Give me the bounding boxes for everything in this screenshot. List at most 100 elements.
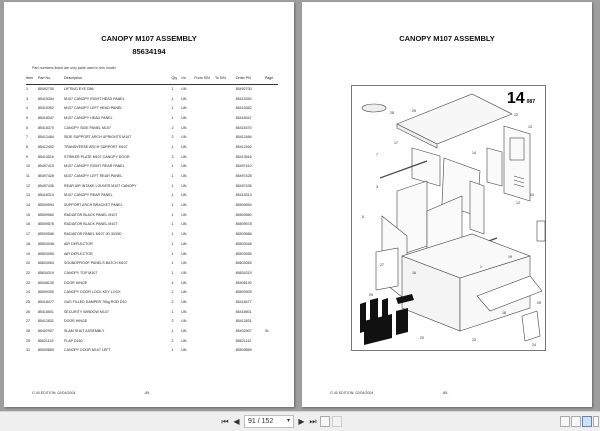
svg-text:7: 7 bbox=[376, 153, 378, 157]
cell-item-number: 29 bbox=[26, 338, 30, 343]
cell-quantity: 2 bbox=[171, 338, 174, 343]
cell-part-number: 85603063 bbox=[37, 261, 54, 266]
cell-page-ref bbox=[265, 297, 278, 307]
last-page-icon[interactable]: ⏭ bbox=[309, 417, 317, 426]
footer-edition: G 40 EDITION: 02/04/2004 bbox=[32, 391, 76, 395]
cell-page-ref bbox=[265, 258, 278, 268]
cell-order-pn: 85418370 bbox=[235, 125, 252, 130]
footer-edition: G 40 EDITION: 02/04/2004 bbox=[330, 391, 374, 395]
document-viewport[interactable]: CANOPY M107 ASSEMBLY 85634194 Part numbe… bbox=[0, 0, 600, 411]
cell-quantity: 1 bbox=[171, 203, 174, 208]
cell-to-sn bbox=[215, 152, 236, 162]
cell-unit: UN bbox=[181, 144, 187, 149]
cell-unit: UN bbox=[181, 309, 187, 314]
cell-page-ref bbox=[265, 181, 278, 191]
cell-description: RADIATOR BLACK PANEL M107 bbox=[64, 212, 118, 217]
fit-page-icon[interactable] bbox=[320, 416, 330, 427]
cell-order-pn: 85492700 bbox=[235, 87, 252, 92]
cell-from-sn bbox=[194, 297, 215, 307]
cell-page-ref bbox=[265, 142, 278, 152]
cell-order-pn: 85509586 bbox=[235, 232, 252, 237]
cell-item-number: 22 bbox=[26, 270, 30, 275]
cell-unit: UN bbox=[181, 338, 187, 343]
cell-quantity: 1 bbox=[171, 251, 174, 256]
cell-item-number: 27 bbox=[26, 319, 30, 324]
cell-unit: UN bbox=[181, 183, 187, 188]
cell-item-number: 12 bbox=[26, 183, 30, 188]
cell-from-sn bbox=[194, 249, 215, 259]
cell-item-number: 17 bbox=[26, 232, 30, 237]
cell-quantity: 1 bbox=[171, 261, 174, 266]
cell-from-sn bbox=[194, 142, 215, 152]
cell-page-ref bbox=[265, 278, 278, 288]
cell-part-number: 85418501 bbox=[37, 309, 54, 314]
cell-item-number: 20 bbox=[26, 261, 30, 266]
next-page-icon[interactable]: ▶ bbox=[298, 417, 305, 426]
cell-part-number: 85634319 bbox=[37, 270, 54, 275]
fit-width-icon[interactable] bbox=[332, 416, 342, 427]
cell-item-number: 14 bbox=[26, 203, 30, 208]
cell-part-number: 85412831 bbox=[37, 319, 54, 324]
cell-part-number: 85509578 bbox=[37, 222, 54, 227]
cell-order-pn: 85634319 bbox=[235, 270, 252, 275]
cell-item-number: 15 bbox=[26, 212, 30, 217]
cell-to-sn bbox=[215, 239, 236, 249]
cell-order-pn: 85497410 bbox=[235, 164, 252, 169]
cell-from-sn bbox=[194, 326, 215, 336]
continuous-view-icon[interactable] bbox=[571, 416, 581, 427]
cell-part-number: 85509859 bbox=[37, 348, 54, 353]
cell-unit: UN bbox=[181, 329, 187, 334]
cell-from-sn bbox=[194, 210, 215, 220]
cell-item-number: 1 bbox=[26, 87, 28, 92]
parts-table: Item Part No. Description Qty Un From S/… bbox=[26, 75, 278, 355]
first-page-icon[interactable]: ⏮ bbox=[221, 417, 229, 426]
cell-part-number: 85412484 bbox=[37, 135, 54, 140]
cell-description: CANOPY DOOR M107 LEFT bbox=[64, 348, 111, 353]
cell-description: SIDE SUPPORT ARCH UPRIGHTS M107 bbox=[64, 135, 132, 140]
cell-to-sn bbox=[215, 103, 236, 113]
parts-note: Part numbers listed are only parts used … bbox=[32, 66, 116, 70]
cell-from-sn bbox=[194, 229, 215, 239]
previous-page-icon[interactable]: ◀ bbox=[233, 417, 240, 426]
cell-part-number: 85413516 bbox=[37, 154, 54, 159]
cell-from-sn bbox=[194, 200, 215, 210]
col-from-sn: From S/N bbox=[194, 75, 215, 85]
cell-order-pn: 85412484 bbox=[235, 135, 252, 140]
cell-unit: UN bbox=[181, 241, 187, 246]
cell-unit: UN bbox=[181, 319, 187, 324]
cell-description: CANOPY DOOR LOCK KEY LOCK bbox=[64, 290, 121, 295]
cell-unit: UN bbox=[181, 280, 187, 285]
page-dropdown-icon[interactable]: ▾ bbox=[286, 418, 290, 424]
svg-text:3: 3 bbox=[376, 185, 378, 189]
cell-to-sn bbox=[215, 268, 236, 278]
cell-part-number: 85418347 bbox=[37, 115, 54, 120]
cell-item-number: 16 bbox=[26, 222, 30, 227]
cell-description: GAS FILLED DAMPER 70kg ROD D10 bbox=[64, 299, 127, 304]
svg-text:25: 25 bbox=[412, 109, 416, 113]
cell-item-number: 5 bbox=[26, 115, 28, 120]
page-number-input[interactable]: 91 / 152 ▾ bbox=[244, 415, 294, 428]
cell-item-number: 25 bbox=[26, 299, 30, 304]
cell-description: CANOPY SIDE PANEL M107 bbox=[64, 125, 111, 130]
cell-page-ref bbox=[265, 346, 278, 356]
cell-unit: UN bbox=[181, 154, 187, 159]
cell-quantity: 1 bbox=[171, 329, 174, 334]
cell-unit: UN bbox=[181, 222, 187, 227]
single-page-view-icon[interactable] bbox=[560, 416, 570, 427]
cell-from-sn bbox=[194, 317, 215, 327]
cell-order-pn: 85509560 bbox=[235, 212, 252, 217]
cell-from-sn bbox=[194, 162, 215, 172]
scroll-view-icon[interactable] bbox=[593, 416, 599, 427]
cell-order-pn: 85418477 bbox=[235, 299, 252, 304]
two-page-view-icon[interactable] bbox=[582, 416, 592, 427]
cell-item-number: 3 bbox=[26, 96, 28, 101]
cell-page-ref bbox=[265, 123, 278, 133]
